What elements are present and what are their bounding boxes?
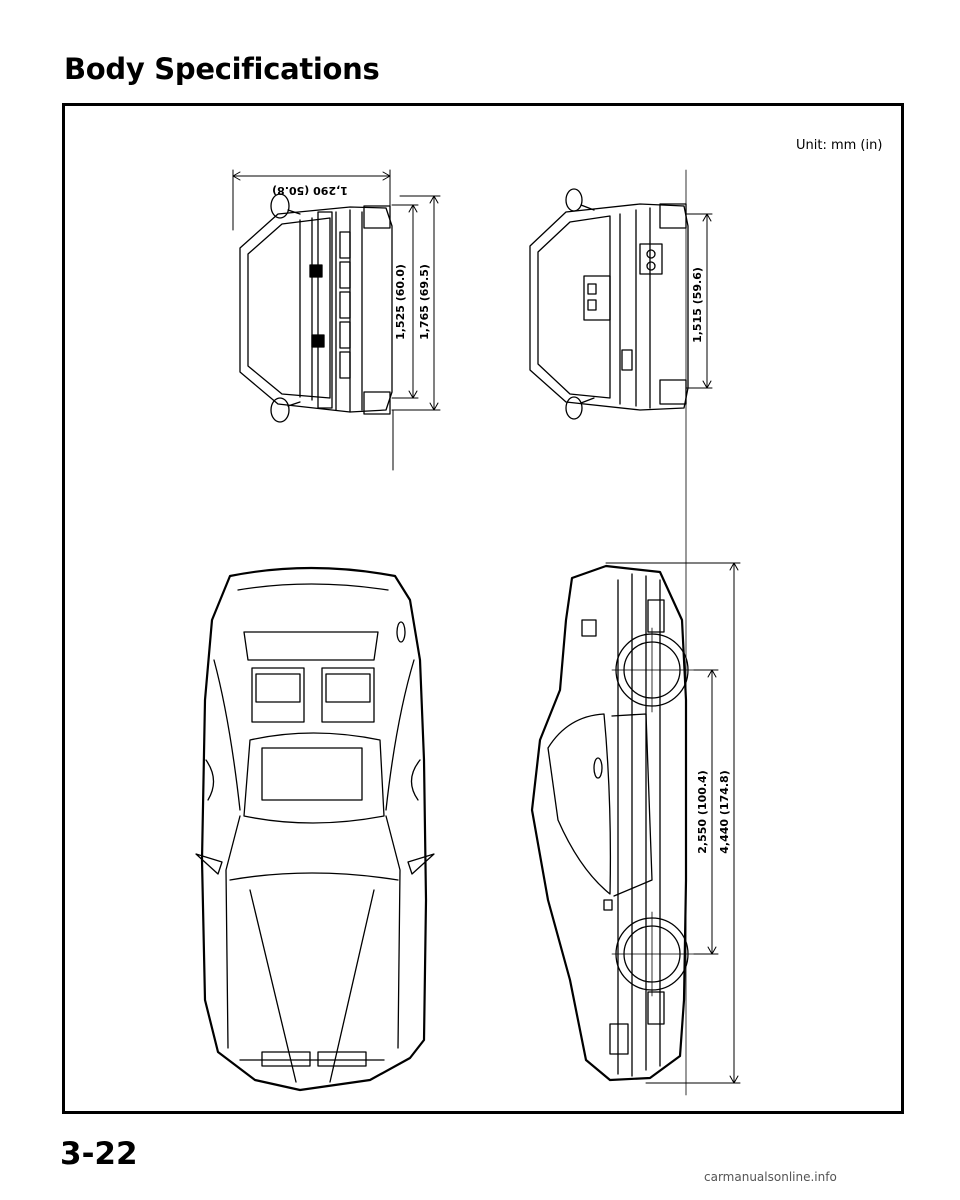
dim-front-track: 1,290 (50.8) bbox=[272, 184, 348, 197]
dim-overall-length: 4,440 (174.8) bbox=[718, 770, 731, 853]
top-view bbox=[195, 566, 435, 1092]
diagram-frame bbox=[62, 103, 904, 1114]
page-number: 3-22 bbox=[60, 1136, 138, 1172]
rear-view: 1,515 (59.6) bbox=[529, 169, 713, 1096]
side-view: 2,550 (100.4) 4,440 (174.8) bbox=[530, 562, 741, 1084]
dim-rear-track: 1,515 (59.6) bbox=[691, 267, 704, 343]
unit-label: Unit: mm (in) bbox=[796, 138, 883, 153]
footer-watermark: carmanualsonline.info bbox=[704, 1170, 837, 1184]
dim-overall-height-roof: 1,525 (60.0) bbox=[394, 264, 407, 340]
dim-wheelbase: 2,550 (100.4) bbox=[696, 770, 709, 853]
page-title: Body Specifications bbox=[64, 52, 380, 86]
front-view: 1,290 (50.8) 1 bbox=[232, 169, 441, 471]
dim-overall-width: 1,765 (69.5) bbox=[418, 264, 431, 340]
